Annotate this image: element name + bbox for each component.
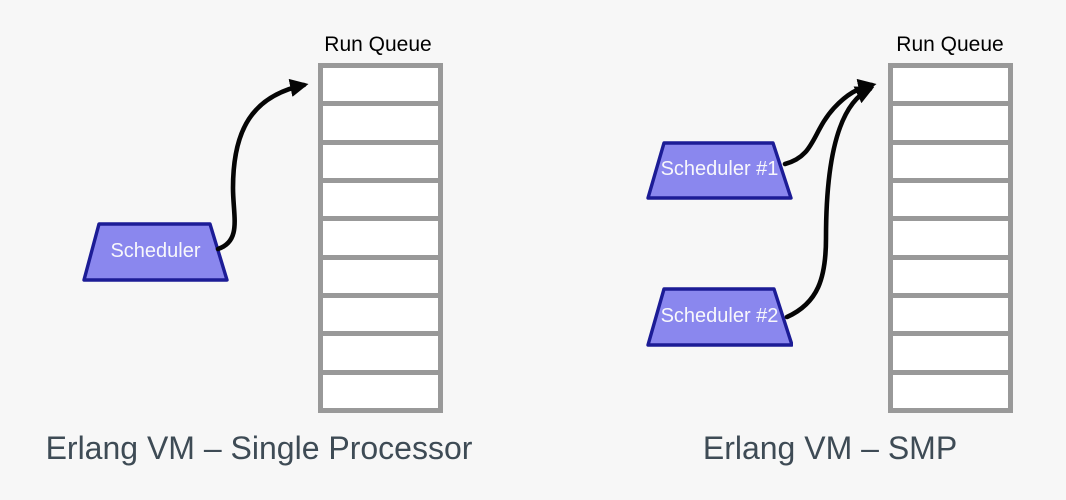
queue-cell (323, 259, 438, 293)
arrow-scheduler1-to-run-queue (782, 78, 877, 167)
queue-cell (323, 221, 438, 255)
arrow-scheduler-to-run-queue (215, 78, 309, 252)
run-queue (318, 63, 443, 413)
caption-smp: Erlang VM – SMP (702, 430, 958, 466)
queue-cell (893, 297, 1008, 332)
queue-cell (323, 106, 438, 140)
run-queue-label: Run Queue (324, 33, 432, 56)
queue-cell (323, 182, 438, 217)
queue-cell (893, 182, 1008, 217)
trapezoid-shape (646, 287, 793, 347)
queue-cell (323, 336, 438, 370)
queue-cell (893, 144, 1008, 178)
queue-cell (893, 259, 1008, 293)
scheduler-label: Scheduler (110, 239, 201, 262)
queue-cell (893, 336, 1008, 370)
queue-cell (893, 68, 1008, 102)
arrow-scheduler2-to-run-queue (784, 86, 875, 320)
scheduler2-shape: Scheduler #2 (646, 287, 793, 347)
queue-cell (893, 221, 1008, 255)
scheduler1-label: Scheduler #1 (660, 158, 779, 180)
queue-cell (893, 106, 1008, 140)
queue-cell (323, 374, 438, 408)
scheduler2-label: Scheduler #2 (660, 304, 779, 327)
queue-cell (323, 144, 438, 178)
run-queue-label: Run Queue (896, 33, 1004, 56)
queue-cell (323, 68, 438, 102)
caption-single-processor: Erlang VM – Single Processor (45, 430, 473, 466)
queue-cell (893, 374, 1008, 408)
run-queue (888, 63, 1013, 413)
queue-cell (323, 297, 438, 332)
scheduler1-shape: Scheduler #1 (646, 141, 793, 200)
trapezoid-shape (82, 222, 229, 282)
scheduler-shape: Scheduler (82, 222, 229, 282)
